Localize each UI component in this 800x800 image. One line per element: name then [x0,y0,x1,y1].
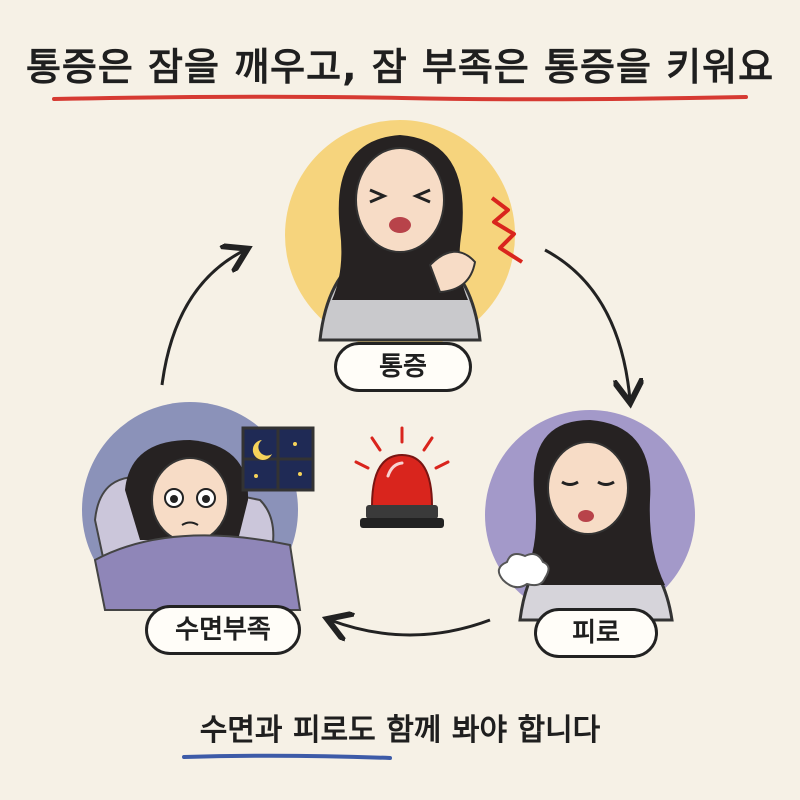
footer-highlight: 수면과 피로도 [199,713,376,748]
footer-text: 수면과 피로도 함께 봐야 합니다 [0,705,800,749]
arrow-fatigue-to-sleep [330,620,491,635]
title-underline [52,94,748,102]
moon-window-icon [241,426,315,492]
sleep-illustration [82,402,302,618]
sigh-puff-icon [497,553,550,589]
alarm-siren-icon [354,426,450,528]
page-title: 통증은 잠을 깨우고, 잠 부족은 통증을 키워요 [25,45,775,89]
node-sleep-label: 수면부족 [145,605,301,655]
node-fatigue-label: 피로 [534,608,658,658]
footer-underline [182,753,392,760]
footer-rest: 함께 봐야 합니다 [375,713,601,748]
pain-lightning-icon [490,196,524,264]
arrow-sleep-to-pain [160,250,245,386]
node-pain-label: 통증 [334,342,472,392]
fatigue-illustration [485,410,695,622]
pain-illustration [285,120,515,350]
arrow-pain-to-fatigue [544,248,630,400]
